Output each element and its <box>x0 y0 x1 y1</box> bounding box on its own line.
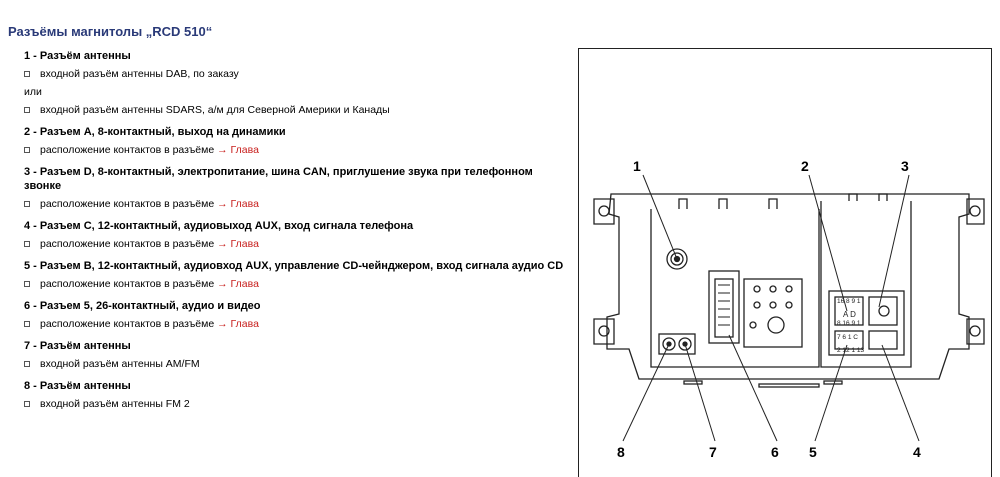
inner-panel-left <box>650 209 820 368</box>
item-detail: расположение контактов в разъёме → Глава <box>24 317 569 331</box>
inner-panel-right <box>820 201 912 368</box>
page-title: Разъёмы магнитолы „RCD 510“ <box>8 24 213 39</box>
square-bullet-icon <box>24 107 30 113</box>
square-bullet-icon <box>24 241 30 247</box>
square-bullet-icon <box>24 281 30 287</box>
left-upper-screw <box>598 205 610 217</box>
item-detail: расположение контактов в разъёме → Глава <box>24 197 569 211</box>
item-detail: расположение контактов в разъёме → Глава <box>24 277 569 291</box>
item-detail-text: входной разъём антенны DAB, по заказу <box>40 68 239 80</box>
connector-diagram: 16 8 9 1 A D 8 16 9 1 7 6 1 C 2 12 1 13 … <box>578 48 992 477</box>
callout-3: 3 <box>901 158 909 174</box>
chapter-link[interactable]: → Глава <box>217 278 259 290</box>
square-bullet-icon <box>24 361 30 367</box>
item-detail-text: расположение контактов в разъёме <box>40 278 215 290</box>
callout-1: 1 <box>633 158 641 174</box>
left-upper-mount <box>593 198 615 225</box>
item-heading-7: 7 - Разъём антенны <box>24 340 131 352</box>
callout-7: 7 <box>709 444 717 460</box>
chapter-link[interactable]: → Глава <box>217 318 259 330</box>
item-detail-text: входной разъём антенны SDARS, а/м для Се… <box>40 104 390 116</box>
round-socket <box>767 316 785 334</box>
item-detail: входной разъём антенны AM/FM <box>24 357 569 371</box>
connector-6 <box>708 270 740 344</box>
square-bullet-icon <box>24 147 30 153</box>
chapter-link[interactable]: → Глава <box>217 238 259 250</box>
item-heading-3: 3 - Разъем D, 8-контактный, электропитан… <box>24 166 533 192</box>
antenna-block-7-8 <box>658 333 696 355</box>
right-upper-screw <box>969 205 981 217</box>
connector-4-C <box>868 330 898 350</box>
item-detail: расположение контактов в разъёме → Глава <box>24 143 569 157</box>
callout-6: 6 <box>771 444 779 460</box>
item-detail: входной разъём антенны FM 2 <box>24 397 569 411</box>
left-lower-screw <box>598 325 610 337</box>
callout-2: 2 <box>801 158 809 174</box>
antenna-connector-7 <box>678 337 692 351</box>
item-heading-4: 4 - Разъем C, 12-контактный, аудиовыход … <box>24 220 414 232</box>
connector-low-label: 8 16 9 1 <box>837 320 861 327</box>
connector-5-B <box>834 330 864 350</box>
connector-mid-label: A D <box>843 310 856 319</box>
chapter-link[interactable]: → Глава <box>217 198 259 210</box>
left-lower-mount <box>593 318 615 345</box>
item-detail-text: расположение контактов в разъёме <box>40 238 215 250</box>
chapter-link[interactable]: → Глава <box>217 144 259 156</box>
connector-row2-label: 2 12 1 13 <box>837 347 864 354</box>
antenna-connector-1 <box>666 248 688 270</box>
antenna-connector-8 <box>662 337 676 351</box>
grille-area <box>743 278 803 348</box>
item-heading-6: 6 - Разъем 5, 26-контактный, аудио и вид… <box>24 300 261 312</box>
connector-block <box>828 290 905 356</box>
item-detail: входной разъём антенны DAB, по заказу <box>24 67 569 81</box>
radio-housing <box>606 193 970 380</box>
alternative-separator: или <box>24 86 42 98</box>
item-detail-text: входной разъём антенны AM/FM <box>40 358 200 370</box>
item-detail: входной разъём антенны SDARS, а/м для Се… <box>24 103 569 117</box>
right-lower-mount <box>966 318 985 345</box>
right-upper-mount <box>966 198 985 225</box>
square-bullet-icon <box>24 401 30 407</box>
item-detail: расположение контактов в разъёме → Глава <box>24 237 569 251</box>
item-heading-2: 2 - Разъем A, 8-контактный, выход на дин… <box>24 126 286 138</box>
item-heading-5: 5 - Разъем B, 12-контактный, аудиовход A… <box>24 260 564 272</box>
connector-upper-label: 16 8 9 1 <box>837 298 861 305</box>
item-detail-text: расположение контактов в разъёме <box>40 318 215 330</box>
callout-8: 8 <box>617 444 625 460</box>
item-detail-text: расположение контактов в разъёме <box>40 144 215 156</box>
item-heading-1: 1 - Разъём антенны <box>24 50 131 62</box>
square-bullet-icon <box>24 71 30 77</box>
square-bullet-icon <box>24 201 30 207</box>
connector-3-D <box>868 296 898 326</box>
item-detail-text: расположение контактов в разъёме <box>40 198 215 210</box>
radio-rear-panel-drawing: 16 8 9 1 A D 8 16 9 1 7 6 1 C 2 12 1 13 <box>593 174 985 442</box>
connector-2-A <box>834 296 864 326</box>
right-lower-screw <box>969 325 981 337</box>
callout-4: 4 <box>913 444 921 460</box>
callout-5: 5 <box>809 444 817 460</box>
square-bullet-icon <box>24 321 30 327</box>
connector-row1-label: 7 6 1 C <box>837 334 858 341</box>
item-detail-text: входной разъём антенны FM 2 <box>40 398 190 410</box>
connector-list: 1 - Разъём антенны входной разъём антенны… <box>24 49 569 411</box>
item-heading-8: 8 - Разъём антенны <box>24 380 131 392</box>
